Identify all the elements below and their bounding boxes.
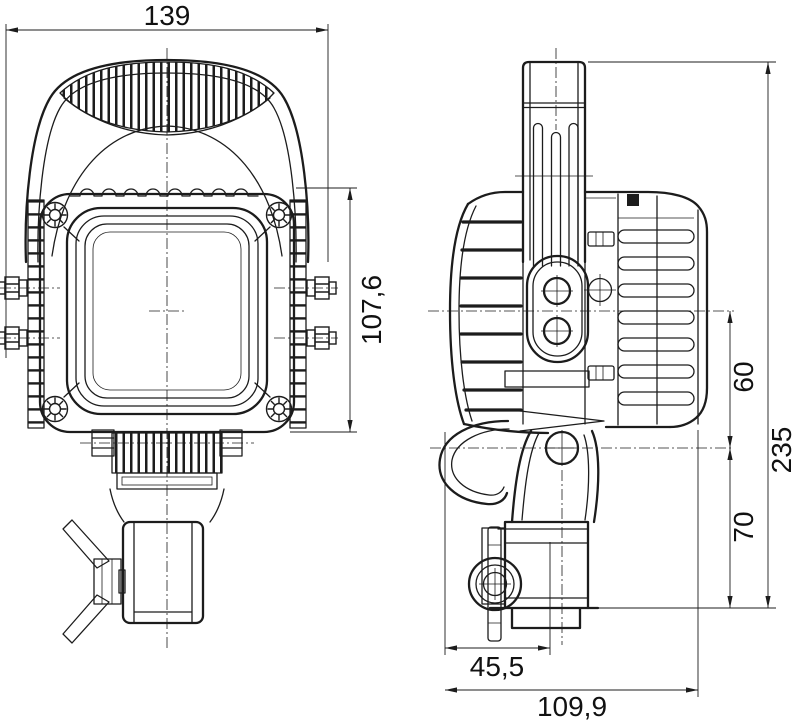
dimension-pivot-to-base: 70	[727, 448, 759, 608]
dimension-width: 139	[5, 0, 329, 358]
dimension-axis-to-pivot: 60	[727, 311, 759, 448]
side-bolts	[0, 276, 338, 350]
top-detail-block	[627, 194, 639, 206]
side-view	[428, 48, 734, 645]
dim-label-front-to-clamp: 45,5	[470, 651, 525, 682]
lamp-housing-front	[27, 188, 307, 434]
dim-label-pivot-to-base: 70	[728, 511, 759, 542]
dim-label-body-height: 107,6	[356, 275, 387, 345]
dim-label-width: 139	[144, 0, 191, 31]
wing-nut-front	[62, 519, 126, 644]
dimensions: 139 107,6 60 70 235 45,5 109	[5, 0, 797, 722]
side-axis-centerlines	[428, 310, 734, 449]
cable-wires	[532, 122, 579, 267]
clamp-wing-screw	[467, 526, 523, 642]
side-rib-column-left	[27, 199, 45, 429]
handle-strap-side	[515, 48, 593, 267]
heatsink-fins	[617, 229, 695, 406]
connector-stubs	[587, 231, 615, 381]
dim-label-axis-to-pivot: 60	[728, 361, 759, 392]
side-rib-column-right	[289, 199, 307, 429]
swivel-bracket	[510, 409, 605, 524]
rear-mount-hole	[584, 274, 616, 306]
strap-boss	[525, 254, 590, 364]
mounting-foot-front	[121, 520, 205, 625]
top-crenellation	[69, 188, 259, 197]
vent-slot	[504, 370, 590, 388]
bezel-ribs-side	[459, 220, 523, 412]
dim-label-overall-height: 235	[766, 427, 797, 474]
mounting-foot-side	[481, 470, 600, 645]
dimension-overall-depth: 109,9	[445, 430, 699, 722]
lamp-housing-side	[448, 190, 709, 435]
dimension-body-height: 107,6	[290, 187, 387, 433]
cable-loop	[438, 419, 510, 506]
dimension-overall-height: 235	[560, 61, 797, 609]
dimension-front-to-clamp: 45,5	[444, 432, 551, 682]
corner-screws	[41, 201, 293, 423]
front-centerline	[149, 48, 185, 650]
dim-label-overall-depth: 109,9	[537, 691, 607, 722]
front-view	[0, 48, 338, 650]
